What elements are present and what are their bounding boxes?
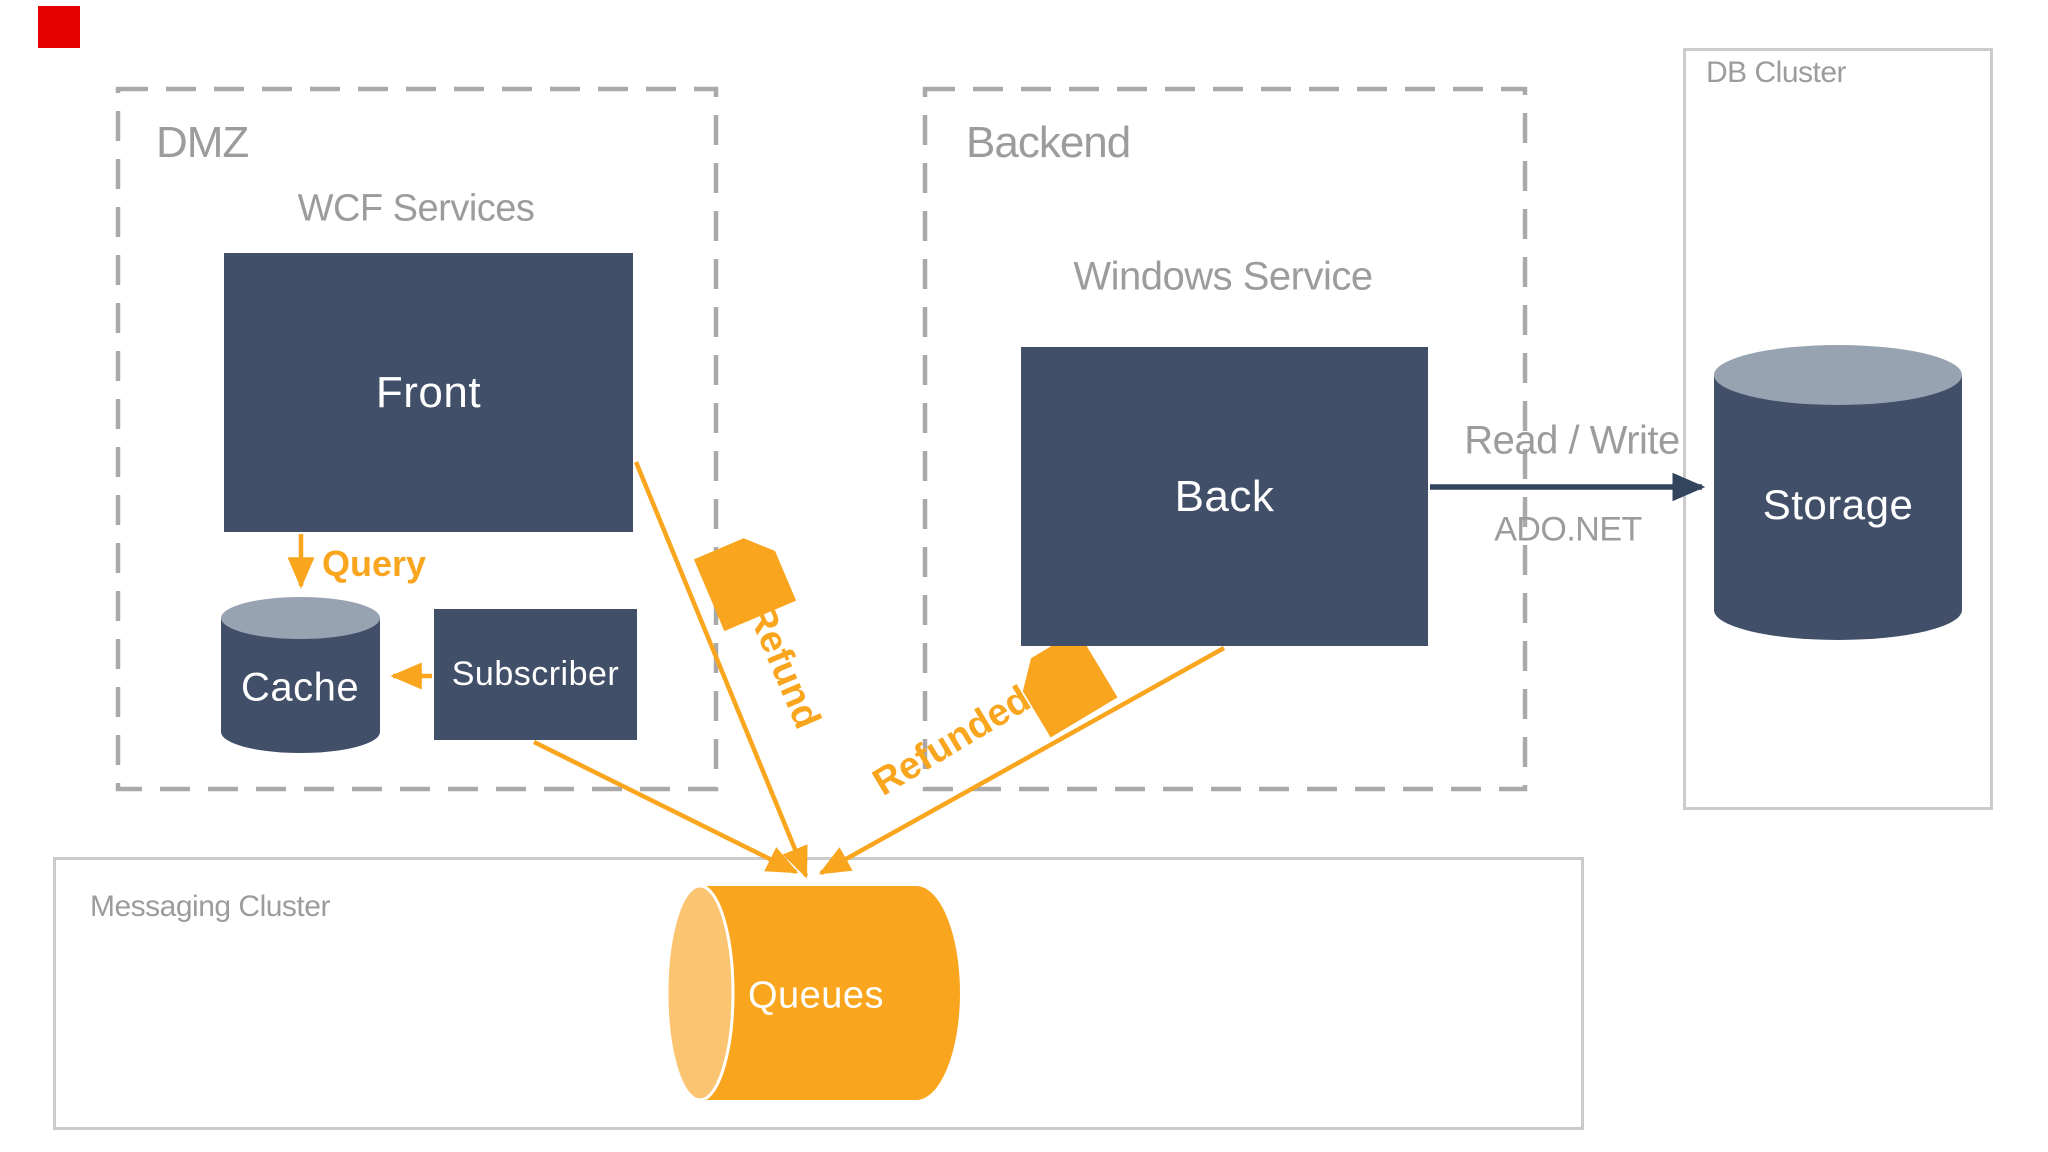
wcf-services-label: WCF Services <box>297 187 535 230</box>
storage-label: Storage <box>1762 481 1914 528</box>
cache-label: Cache <box>240 665 360 710</box>
subscriber-node: Subscriber <box>434 609 637 740</box>
front-node-label: Front <box>375 367 482 417</box>
dmz-dashed-border <box>115 86 719 792</box>
windows-service-label: Windows Service <box>1073 254 1373 299</box>
red-marker-square <box>38 6 80 48</box>
dmz-label: DMZ <box>156 118 249 167</box>
storage-cylinder <box>1714 345 1962 640</box>
queues-cylinder <box>665 884 960 1102</box>
refunded-message-icon <box>1022 630 1118 738</box>
db-cluster-label: DB Cluster <box>1706 56 1847 89</box>
read-write-label: Read / Write <box>1464 418 1680 463</box>
queues-label: Queues <box>747 974 885 1017</box>
subscriber-node-label: Subscriber <box>451 655 620 693</box>
cache-cylinder <box>221 597 380 753</box>
backend-dashed-border <box>922 86 1528 792</box>
query-edge-label: Query <box>322 543 427 584</box>
back-to-queues-edge <box>818 646 1226 875</box>
back-node-label: Back <box>1174 471 1275 521</box>
adonet-label: ADO.NET <box>1494 510 1642 549</box>
messaging-cluster-label: Messaging Cluster <box>90 890 330 923</box>
backend-label: Backend <box>966 118 1131 167</box>
subscriber-to-queues-edge <box>532 739 799 875</box>
messaging-cluster-group <box>53 857 1584 1130</box>
refund-message-icon <box>693 538 797 632</box>
db-cluster-group <box>1683 48 1993 810</box>
back-node: Back <box>1021 347 1428 646</box>
front-node: Front <box>224 253 633 532</box>
front-to-queues-edge <box>633 461 809 879</box>
